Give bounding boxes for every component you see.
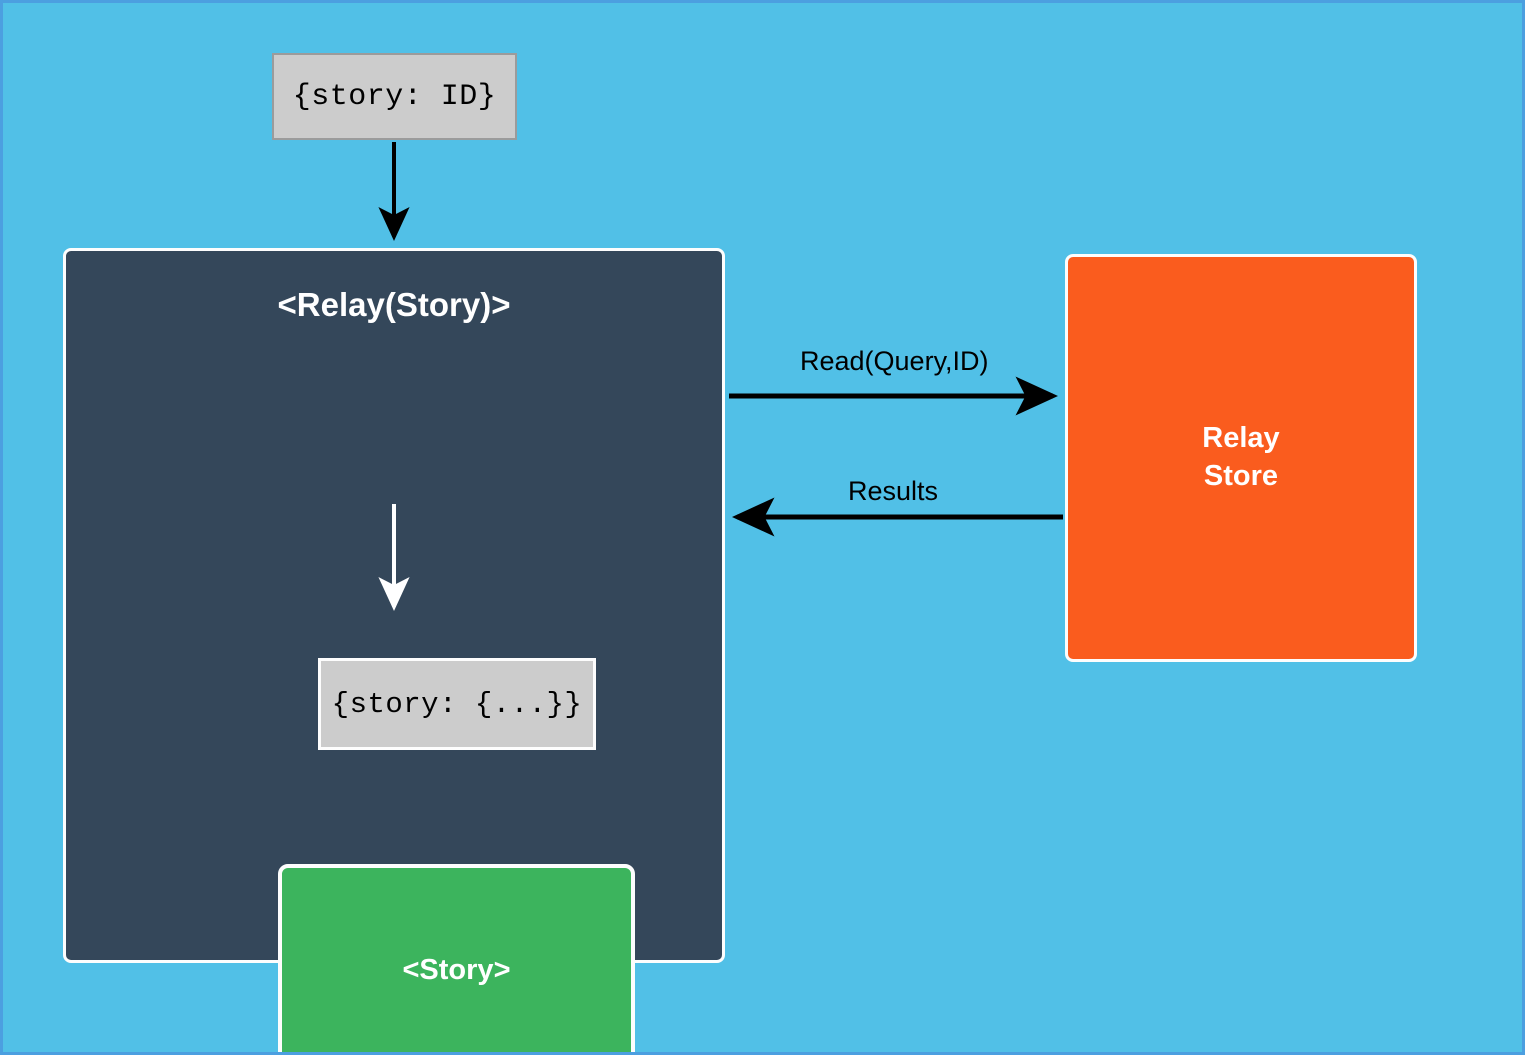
node-props-in-label: {story: ID} xyxy=(292,79,497,114)
edge-label-results: Results xyxy=(848,476,939,506)
node-relay-container: <Relay(Story)> {story: {...}} <Story> xyxy=(63,248,725,1052)
node-props-out: {story: {...}} xyxy=(318,658,596,750)
node-story-component: <Story> xyxy=(278,864,635,1052)
relay-container-title: <Relay(Story)> xyxy=(277,286,511,323)
node-props-in: {story: ID} xyxy=(272,53,517,140)
node-relay-store-label-line2: Store xyxy=(1203,460,1279,492)
node-props-out-label: {story: {...}} xyxy=(331,687,583,721)
node-relay-store-label-line1: Relay xyxy=(1202,422,1280,455)
node-story-component-label: <Story> xyxy=(402,953,511,986)
node-relay-store: Relay Store xyxy=(1065,254,1417,662)
edge-label-read-query: Read(Query,ID) xyxy=(800,346,989,376)
